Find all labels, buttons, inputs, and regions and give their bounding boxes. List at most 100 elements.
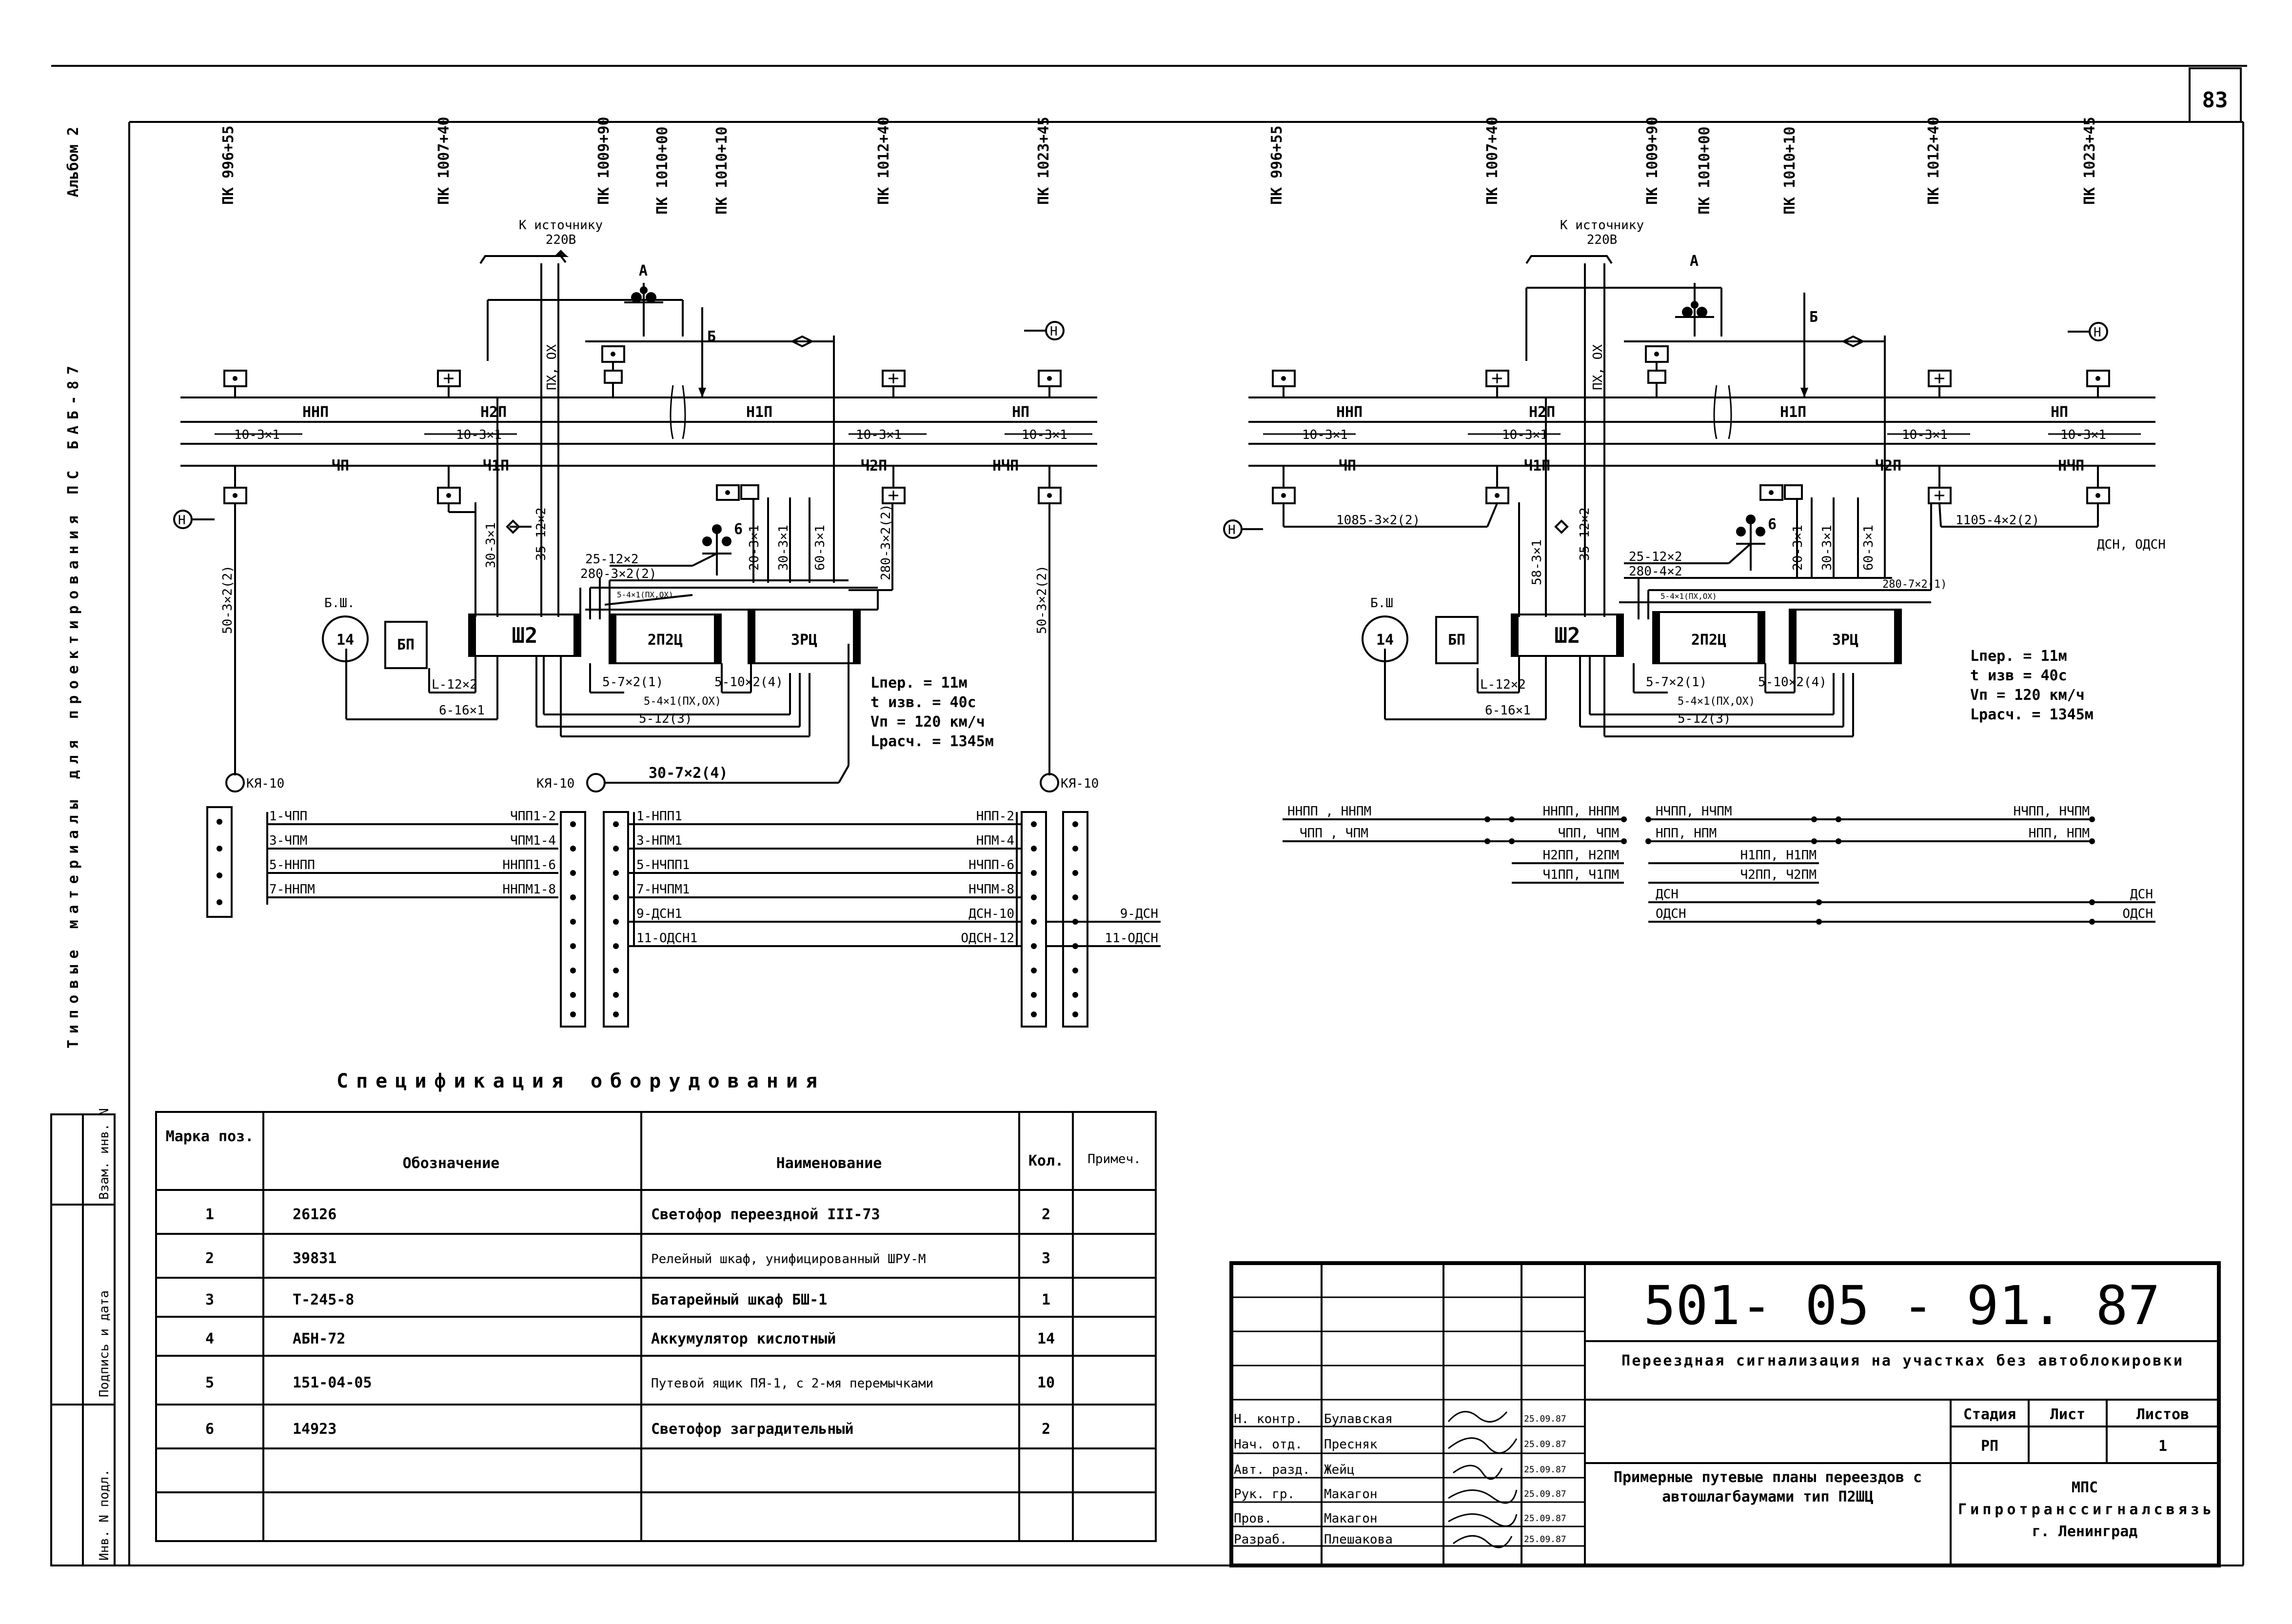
track-box-ky: КЯ-10 <box>1061 776 1099 791</box>
spec-header: Примеч. <box>1087 1152 1141 1167</box>
picket-label: ПК 1010+00 <box>1696 126 1713 215</box>
person-name: Жейц <box>1324 1463 1355 1477</box>
cable-label: L-12×2 <box>432 677 477 692</box>
wiring-label: ОДСН <box>2122 907 2153 921</box>
track-label-nchp: НЧП <box>992 457 1019 475</box>
table-row: 2 39831 Релейный шкаф, унифицированный Ш… <box>205 1250 1050 1267</box>
wiring-label: ННПП, ННПМ <box>1542 804 1619 819</box>
sheets-label: Листов <box>2136 1406 2189 1423</box>
cable-label: 10-3×1 <box>1022 428 1067 442</box>
cable-label: 5-10×2(4) <box>1758 675 1827 690</box>
spec-name: Светофор заградительный <box>651 1421 853 1438</box>
picket-label: ПК 1012+40 <box>1925 117 1942 205</box>
cable-label: 30-7×2(4) <box>649 765 728 782</box>
wiring-label: НПП, НПМ <box>1656 826 1717 841</box>
spec-code: Т-245-8 <box>293 1291 354 1308</box>
spec-qty: 2 <box>1042 1206 1050 1223</box>
spec-name: Релейный шкаф, унифицированный ШРУ-М <box>651 1252 926 1267</box>
battery-count: 14 <box>336 632 354 649</box>
track-box-ky: КЯ-10 <box>536 776 574 791</box>
source-label: К источнику <box>519 218 603 233</box>
terminal-label: ОДСН-12 <box>961 931 1014 946</box>
spec-code: 26126 <box>293 1206 336 1223</box>
spec-pos: 5 <box>205 1374 214 1391</box>
sign-date: 25.09.87 <box>1524 1439 1566 1449</box>
track-label-np: НП <box>2051 404 2068 421</box>
title-block: 501- 05 - 91. 87 Переездная сигнализация… <box>1229 1261 2221 1567</box>
terminal-label: 7-НЧПМ1 <box>636 882 690 897</box>
sign-date: 25.09.87 <box>1524 1513 1566 1524</box>
stage-value: РП <box>1981 1438 1998 1455</box>
spec-code: 39831 <box>293 1250 336 1267</box>
spec-name: Аккумулятор кислотный <box>651 1330 836 1347</box>
picket-label: ПК 1010+00 <box>654 126 671 215</box>
signatures <box>1447 1411 1518 1548</box>
wiring-label: ННПП , ННПМ <box>1287 804 1371 819</box>
cable-label: 10-3×1 <box>1902 428 1948 442</box>
cable-label: 58-3×1 <box>1530 539 1544 585</box>
cable-label: 30-3×1 <box>776 525 791 571</box>
relay-cabinet-sh2: Ш2 <box>512 623 538 648</box>
param-vp: Vп = 120 км/ч <box>1970 687 2085 704</box>
wiring-label: Ч2ПП, Ч2ПМ <box>1740 868 1817 882</box>
track-label-n2p: Н2П <box>480 404 507 421</box>
cable-label: 5-4×1(ПХ,ОХ) <box>617 590 673 599</box>
spec-pos: 1 <box>205 1206 214 1223</box>
doc-title: Переездная сигнализация на участках без … <box>1621 1352 2182 1369</box>
role-label: Пров. <box>1234 1511 1272 1526</box>
track-label-ch2p: Ч2П <box>1875 457 1901 475</box>
sign-date: 25.09.87 <box>1524 1414 1566 1424</box>
cable-label: 50-3×2(2) <box>220 565 235 634</box>
cable-label: 5-10×2(4) <box>714 675 783 690</box>
cable-label: 25-12×2 <box>1629 550 1682 564</box>
terminal-label: НПП-2 <box>976 809 1014 824</box>
cable-label: ПХ, ОХ <box>1591 344 1605 390</box>
person-name: Плешакова <box>1324 1532 1393 1547</box>
terminal-label: 3-НПМ1 <box>636 833 682 848</box>
track-label-n1p: Н1П <box>1780 404 1806 421</box>
wiring-label: ДСН <box>1656 887 1679 902</box>
drawing-title: Примерные путевые планы переездов с авто… <box>1613 1469 1922 1505</box>
album-label: Альбом 2 <box>65 127 82 198</box>
role-label: Рук. гр. <box>1234 1487 1295 1502</box>
relay-cabinet-3rc: 3РЦ <box>791 632 817 649</box>
wiring-label: Н2ПП, Н2ПМ <box>1542 848 1619 863</box>
cable-label: 1105-4×2(2) <box>1956 513 2039 528</box>
cable-label: 10-3×1 <box>234 428 280 442</box>
track-label-nnp: ННП <box>302 404 329 421</box>
terminal-label: 1-НПП1 <box>636 809 682 824</box>
spec-qty: 1 <box>1042 1291 1050 1308</box>
signal-label-a: А <box>639 262 648 279</box>
spec-header: Кол. <box>1028 1152 1064 1169</box>
table-row: 3 Т-245-8 Батарейный шкаф БШ-1 1 <box>205 1291 1050 1308</box>
crossing-signals: А Б 6 Н Н <box>1223 253 2108 571</box>
cable-label: 30-3×1 <box>1820 525 1835 571</box>
source-label: К источнику <box>1560 218 1644 233</box>
wiring-summary <box>1283 816 2155 925</box>
wiring-label: Ч1ПП, Ч1ПМ <box>1542 868 1619 882</box>
relay-cabinet-3rc: 3РЦ <box>1832 632 1858 649</box>
spec-pos: 3 <box>205 1291 214 1308</box>
stamp-replace: Взам. инв. N <box>97 1108 112 1200</box>
terminal-label: 9-ДСН <box>1120 907 1158 921</box>
picket-label: ПК 1007+40 <box>435 117 453 205</box>
signal-label-b: Б <box>1809 309 1818 326</box>
margin-labels: Альбом 2 Типовые материалы для проектиро… <box>50 127 116 1566</box>
spec-name: Светофор переездной III-73 <box>651 1206 880 1223</box>
spec-name: Путевой ящик ПЯ-1, с 2-мя перемычками <box>651 1376 933 1391</box>
picket-label: ПК 1009+90 <box>1644 117 1661 205</box>
wiring-label: НЧПП, НЧПМ <box>1656 804 1732 819</box>
track-box-ky: КЯ-10 <box>246 776 284 791</box>
cable-label: 6-16×1 <box>1485 703 1531 718</box>
spec-header: Наименование <box>776 1155 882 1172</box>
cable-label: ПХ, ОХ <box>545 344 559 390</box>
terminal-label: 9-ДСН1 <box>636 907 682 921</box>
track-label-ch2p: Ч2П <box>861 457 887 475</box>
terminal-label: ННПМ1-8 <box>502 882 556 897</box>
person-name: Булавская <box>1324 1412 1393 1426</box>
sheets-value: 1 <box>2158 1438 2167 1455</box>
track-boxes <box>1272 345 2110 504</box>
cable-label: 5-7×2(1) <box>1646 675 1707 690</box>
cable-label: 5-7×2(1) <box>602 675 663 690</box>
terminal-label: 3-ЧПМ <box>269 833 307 848</box>
